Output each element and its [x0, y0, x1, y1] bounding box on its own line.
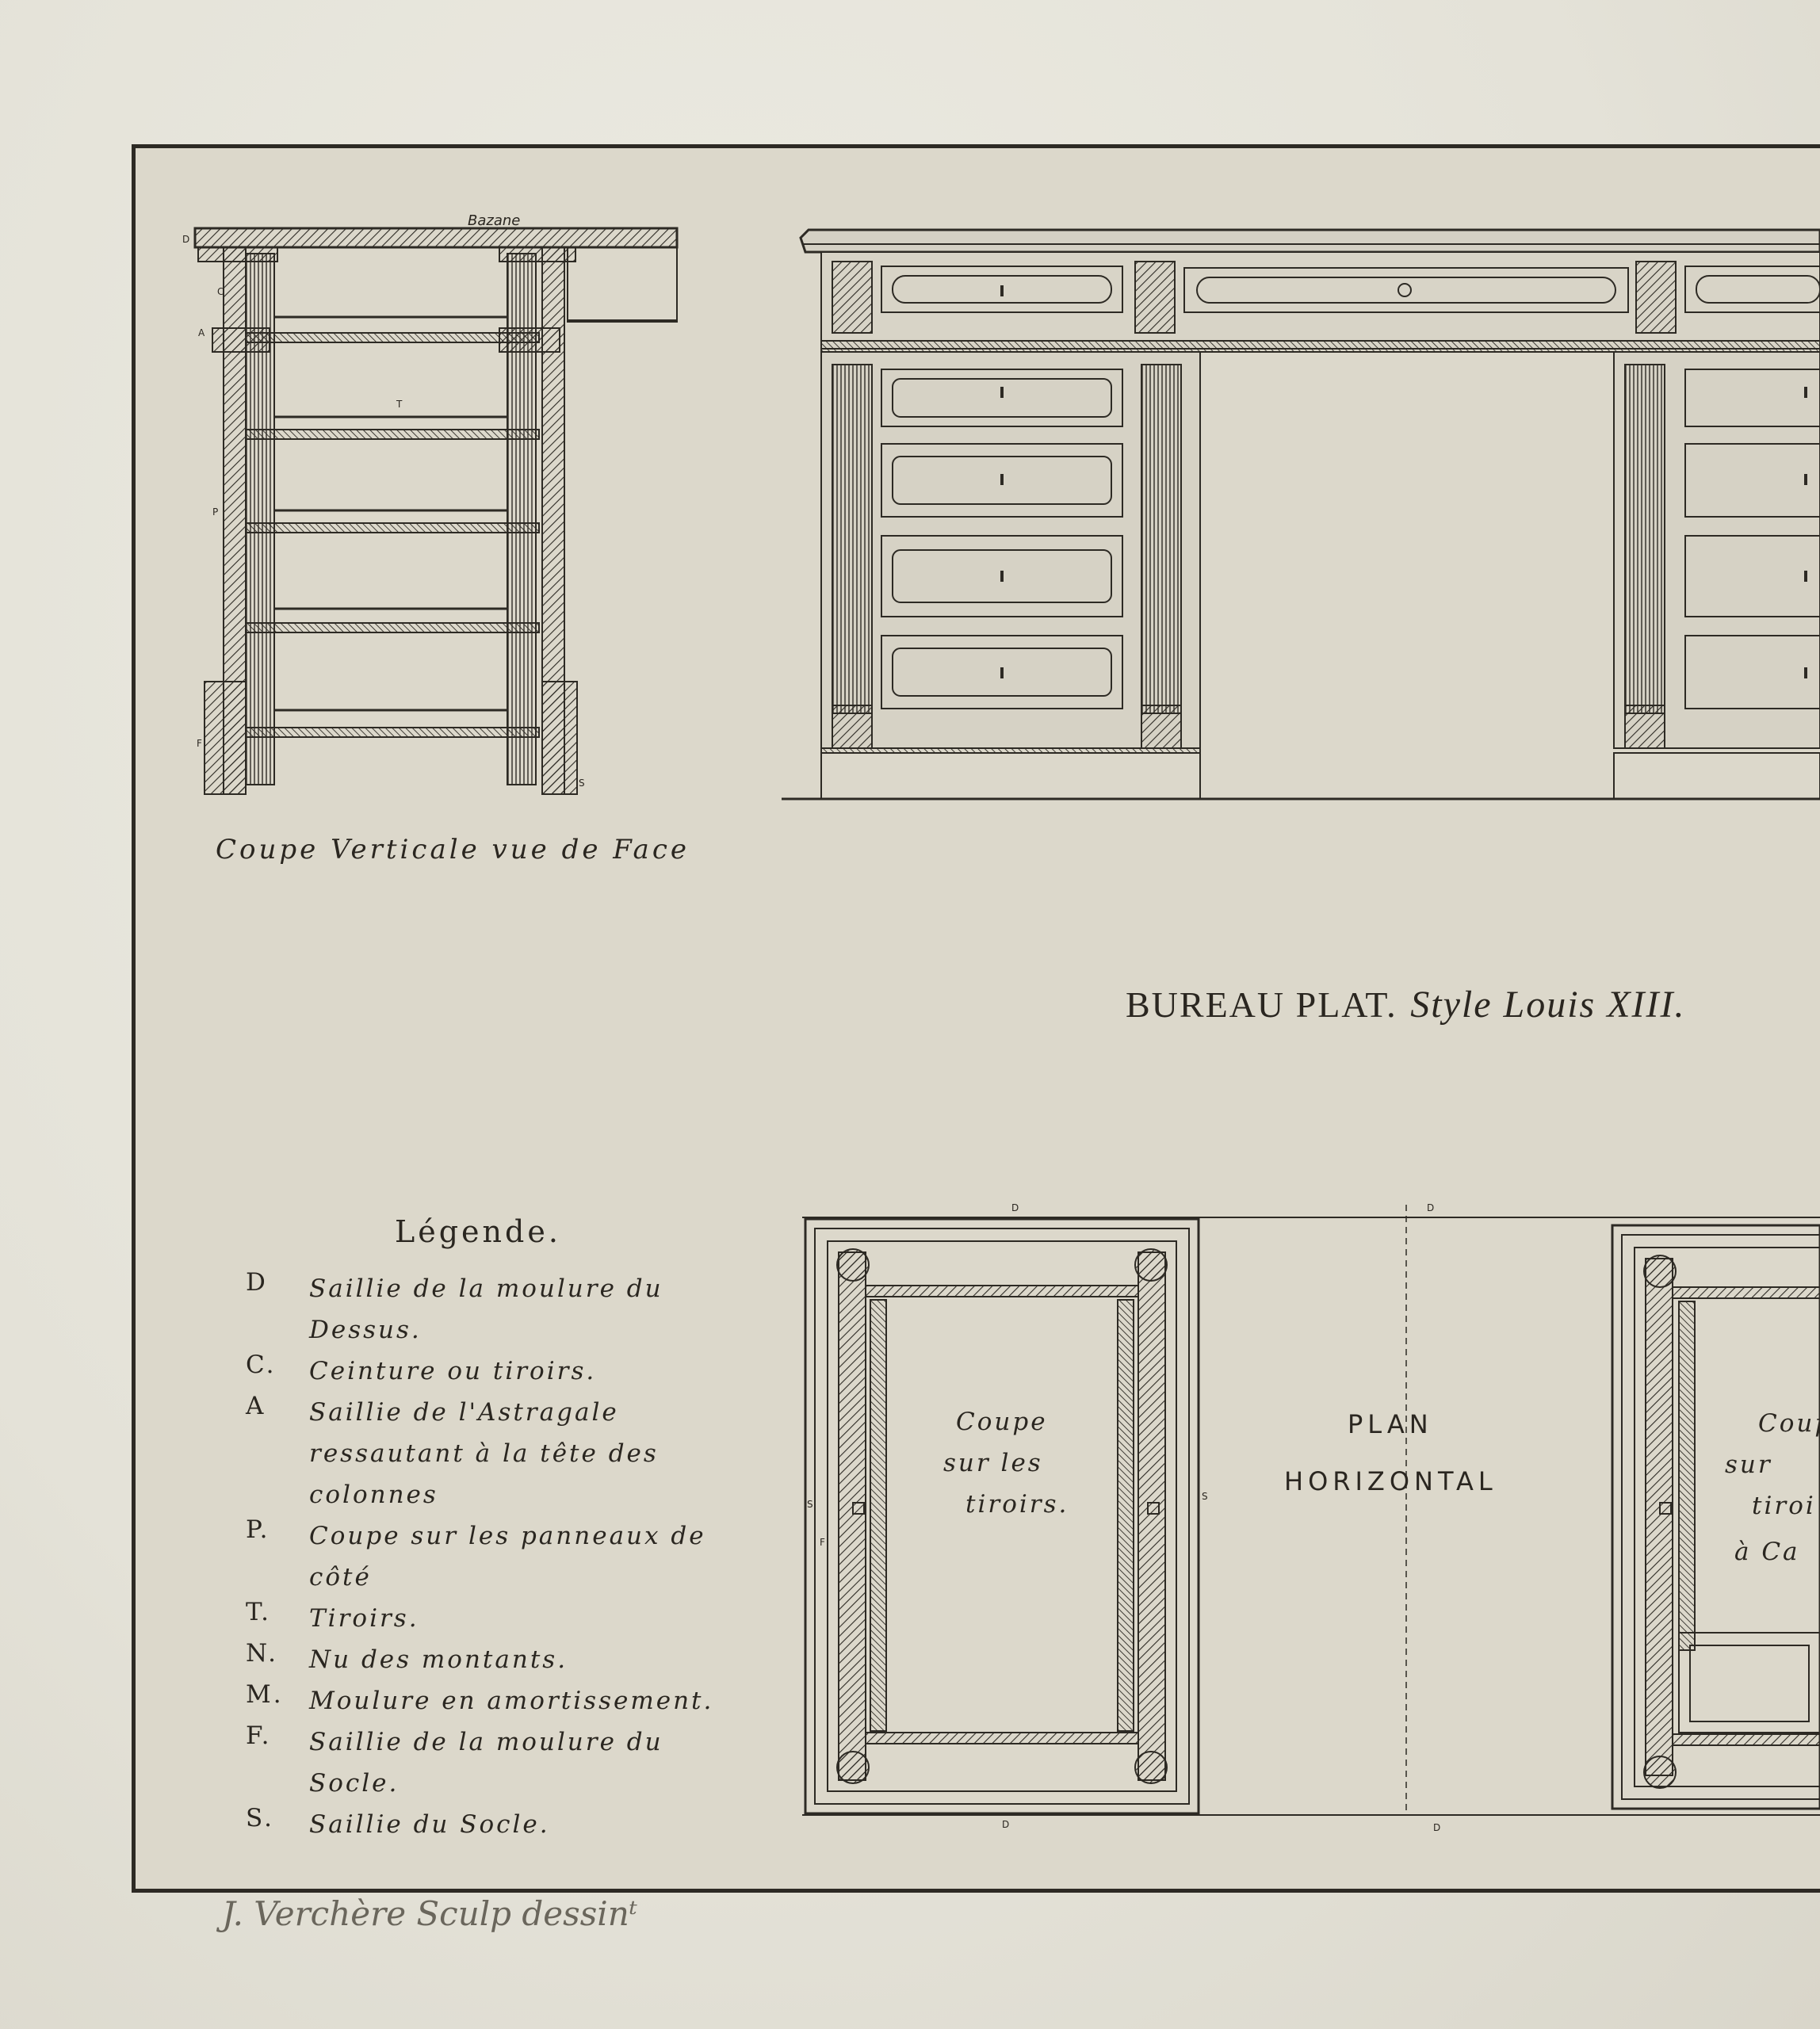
left-section-line3: tiroirs.	[965, 1490, 1069, 1519]
letter-p: P	[212, 506, 218, 518]
plan-letter-s-left: S	[807, 1499, 813, 1510]
legend-item: T. Tiroirs.	[246, 1598, 753, 1639]
legend-text: Saillie de l'Astragale ressautant à la t…	[309, 1398, 659, 1509]
legend-code: N.	[246, 1639, 278, 1668]
plan-letter-d-top-left: D	[1011, 1202, 1019, 1213]
legend-code: T.	[246, 1598, 271, 1626]
legend-text: Saillie du Socle.	[309, 1810, 550, 1839]
engraver-signature: J. Verchère Sculp dessinᵗ	[222, 1894, 638, 1933]
legend-text: Tiroirs.	[309, 1604, 419, 1633]
legend-item: C. Ceinture ou tiroirs.	[246, 1351, 753, 1392]
front-elevation-drawing	[782, 228, 1820, 801]
legend-item: M. Moulure en amortissement.	[246, 1680, 753, 1721]
letter-d: D	[182, 234, 189, 245]
top-label-text: Bazane	[468, 212, 520, 229]
legend-text: Moulure en amortissement.	[309, 1687, 714, 1715]
legend-code: S.	[246, 1804, 274, 1832]
legend-text: Ceinture ou tiroirs.	[309, 1357, 597, 1385]
letter-s: S	[579, 778, 585, 789]
vertical-section-drawing	[193, 227, 679, 795]
legend-code: A	[246, 1392, 266, 1420]
legend-text: Nu des montants.	[309, 1645, 568, 1674]
title-style: Style Louis XIII.	[1410, 984, 1686, 1026]
drawer-keyholes	[1000, 285, 1807, 678]
legend-item: S. Saillie du Socle.	[246, 1804, 753, 1845]
plan-letter-f-left: F	[820, 1537, 825, 1548]
letter-t: T	[396, 399, 403, 410]
plan-label-line2: HORIZONTAL	[1284, 1466, 1497, 1496]
legend-code: C.	[246, 1351, 277, 1379]
vertical-section-caption: Coupe Verticale vue de Face	[216, 834, 690, 865]
legend-title: Légende.	[395, 1214, 561, 1249]
legend-text: Coupe sur les panneaux de côté	[309, 1522, 706, 1591]
right-section-line4: à Ca	[1734, 1538, 1800, 1566]
plan-letter-d-bottom-left: D	[1002, 1819, 1009, 1830]
right-section-line2: sur	[1725, 1450, 1772, 1479]
legend-item: A Saillie de l'Astragale ressautant à la…	[246, 1392, 753, 1515]
letter-c: C	[217, 286, 224, 297]
left-section-line1: Coupe	[956, 1408, 1048, 1436]
letter-f: F	[197, 738, 202, 749]
vertical-section-letters: D C A P T F S	[182, 234, 585, 789]
right-section-line3: tiroi	[1752, 1492, 1816, 1520]
right-section-line1: Coup	[1758, 1409, 1820, 1438]
left-section-line2: sur les	[943, 1449, 1043, 1477]
letter-a: A	[198, 327, 205, 338]
plate-title: BUREAU PLAT. Style Louis XIII.	[1126, 983, 1686, 1026]
legend-item: D Saillie de la moulure du Dessus.	[246, 1268, 753, 1351]
plan-letter-s-mid: S	[1202, 1491, 1208, 1502]
legend-code: F.	[246, 1721, 272, 1750]
legend-text: Saillie de la moulure du Dessus.	[309, 1274, 663, 1344]
plan-label-line1: PLAN	[1348, 1409, 1433, 1439]
plan-horizontal-drawing	[802, 1205, 1820, 1816]
legend-code: M.	[246, 1680, 284, 1709]
legend-code: D	[246, 1268, 268, 1297]
legend-text: Saillie de la moulure du Socle.	[309, 1728, 663, 1798]
legend-item: P. Coupe sur les panneaux de côté	[246, 1515, 753, 1598]
plan-letter-d-bottom-center: D	[1433, 1822, 1440, 1833]
title-main: BUREAU PLAT.	[1126, 984, 1398, 1025]
legend-code: P.	[246, 1515, 270, 1544]
legend-list: D Saillie de la moulure du Dessus. C. Ce…	[246, 1268, 753, 1845]
plan-letter-d-top-center: D	[1427, 1202, 1434, 1213]
plan-letters: D D D D S F S	[807, 1202, 1440, 1833]
legend-item: F. Saillie de la moulure du Socle.	[246, 1721, 753, 1804]
legend-item: N. Nu des montants.	[246, 1639, 753, 1680]
